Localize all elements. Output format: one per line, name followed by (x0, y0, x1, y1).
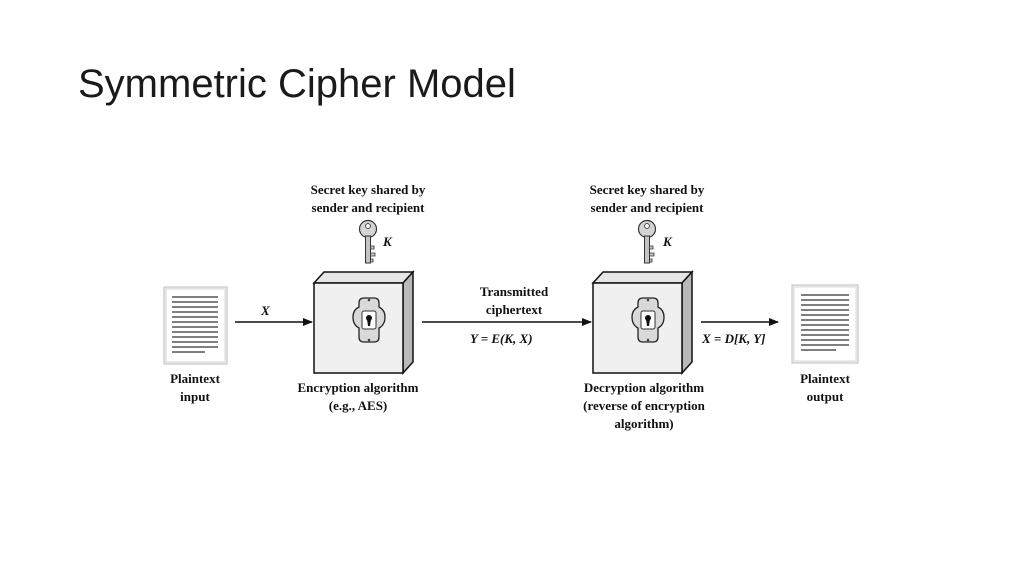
plaintext-input-label: Plaintext input (145, 370, 245, 406)
decryption-keyhole-lock-icon (631, 297, 665, 343)
plaintext-output-line2: output (806, 389, 844, 404)
encryption-algorithm-label: Encryption algorithm (e.g., AES) (273, 379, 443, 415)
decryption-line3: algorithm) (614, 416, 674, 431)
right-secret-key-line1: Secret key shared by (589, 182, 705, 197)
transmitted-ciphertext-label: Transmitted ciphertext (444, 283, 584, 319)
decryption-line2: (reverse of encryption (583, 398, 705, 413)
encryption-keyhole-lock-icon (352, 297, 386, 343)
ciphertext-formula: Y = E(K, X) (470, 331, 533, 346)
transmitted-line2: ciphertext (485, 302, 543, 317)
plaintext-input-line1: Plaintext (170, 371, 220, 386)
plaintext-input-document-icon (163, 286, 228, 365)
plaintext-input-line2: input (180, 389, 210, 404)
right-key-symbol: K (663, 234, 672, 249)
page-title: Symmetric Cipher Model (78, 62, 516, 106)
left-key-symbol: K (383, 234, 392, 249)
right-secret-key-line2: sender and recipient (590, 200, 704, 215)
encryption-line1: Encryption algorithm (297, 380, 419, 395)
right-key-icon (637, 219, 657, 264)
plaintext-output-label: Plaintext output (775, 370, 875, 406)
transmitted-line1: Transmitted (479, 284, 549, 299)
left-secret-key-label: Secret key shared by sender and recipien… (278, 181, 458, 217)
left-secret-key-line1: Secret key shared by (310, 182, 426, 197)
plaintext-output-document-icon (791, 284, 859, 364)
left-secret-key-line2: sender and recipient (311, 200, 425, 215)
encryption-line2: (e.g., AES) (328, 398, 388, 413)
plaintext-output-line1: Plaintext (800, 371, 850, 386)
decryption-algorithm-label: Decryption algorithm (reverse of encrypt… (559, 379, 729, 433)
input-symbol: X (261, 303, 270, 318)
left-key-icon (358, 219, 378, 264)
decryption-line1: Decryption algorithm (583, 380, 705, 395)
decryption-formula: X = D[K, Y] (702, 331, 766, 346)
right-secret-key-label: Secret key shared by sender and recipien… (557, 181, 737, 217)
